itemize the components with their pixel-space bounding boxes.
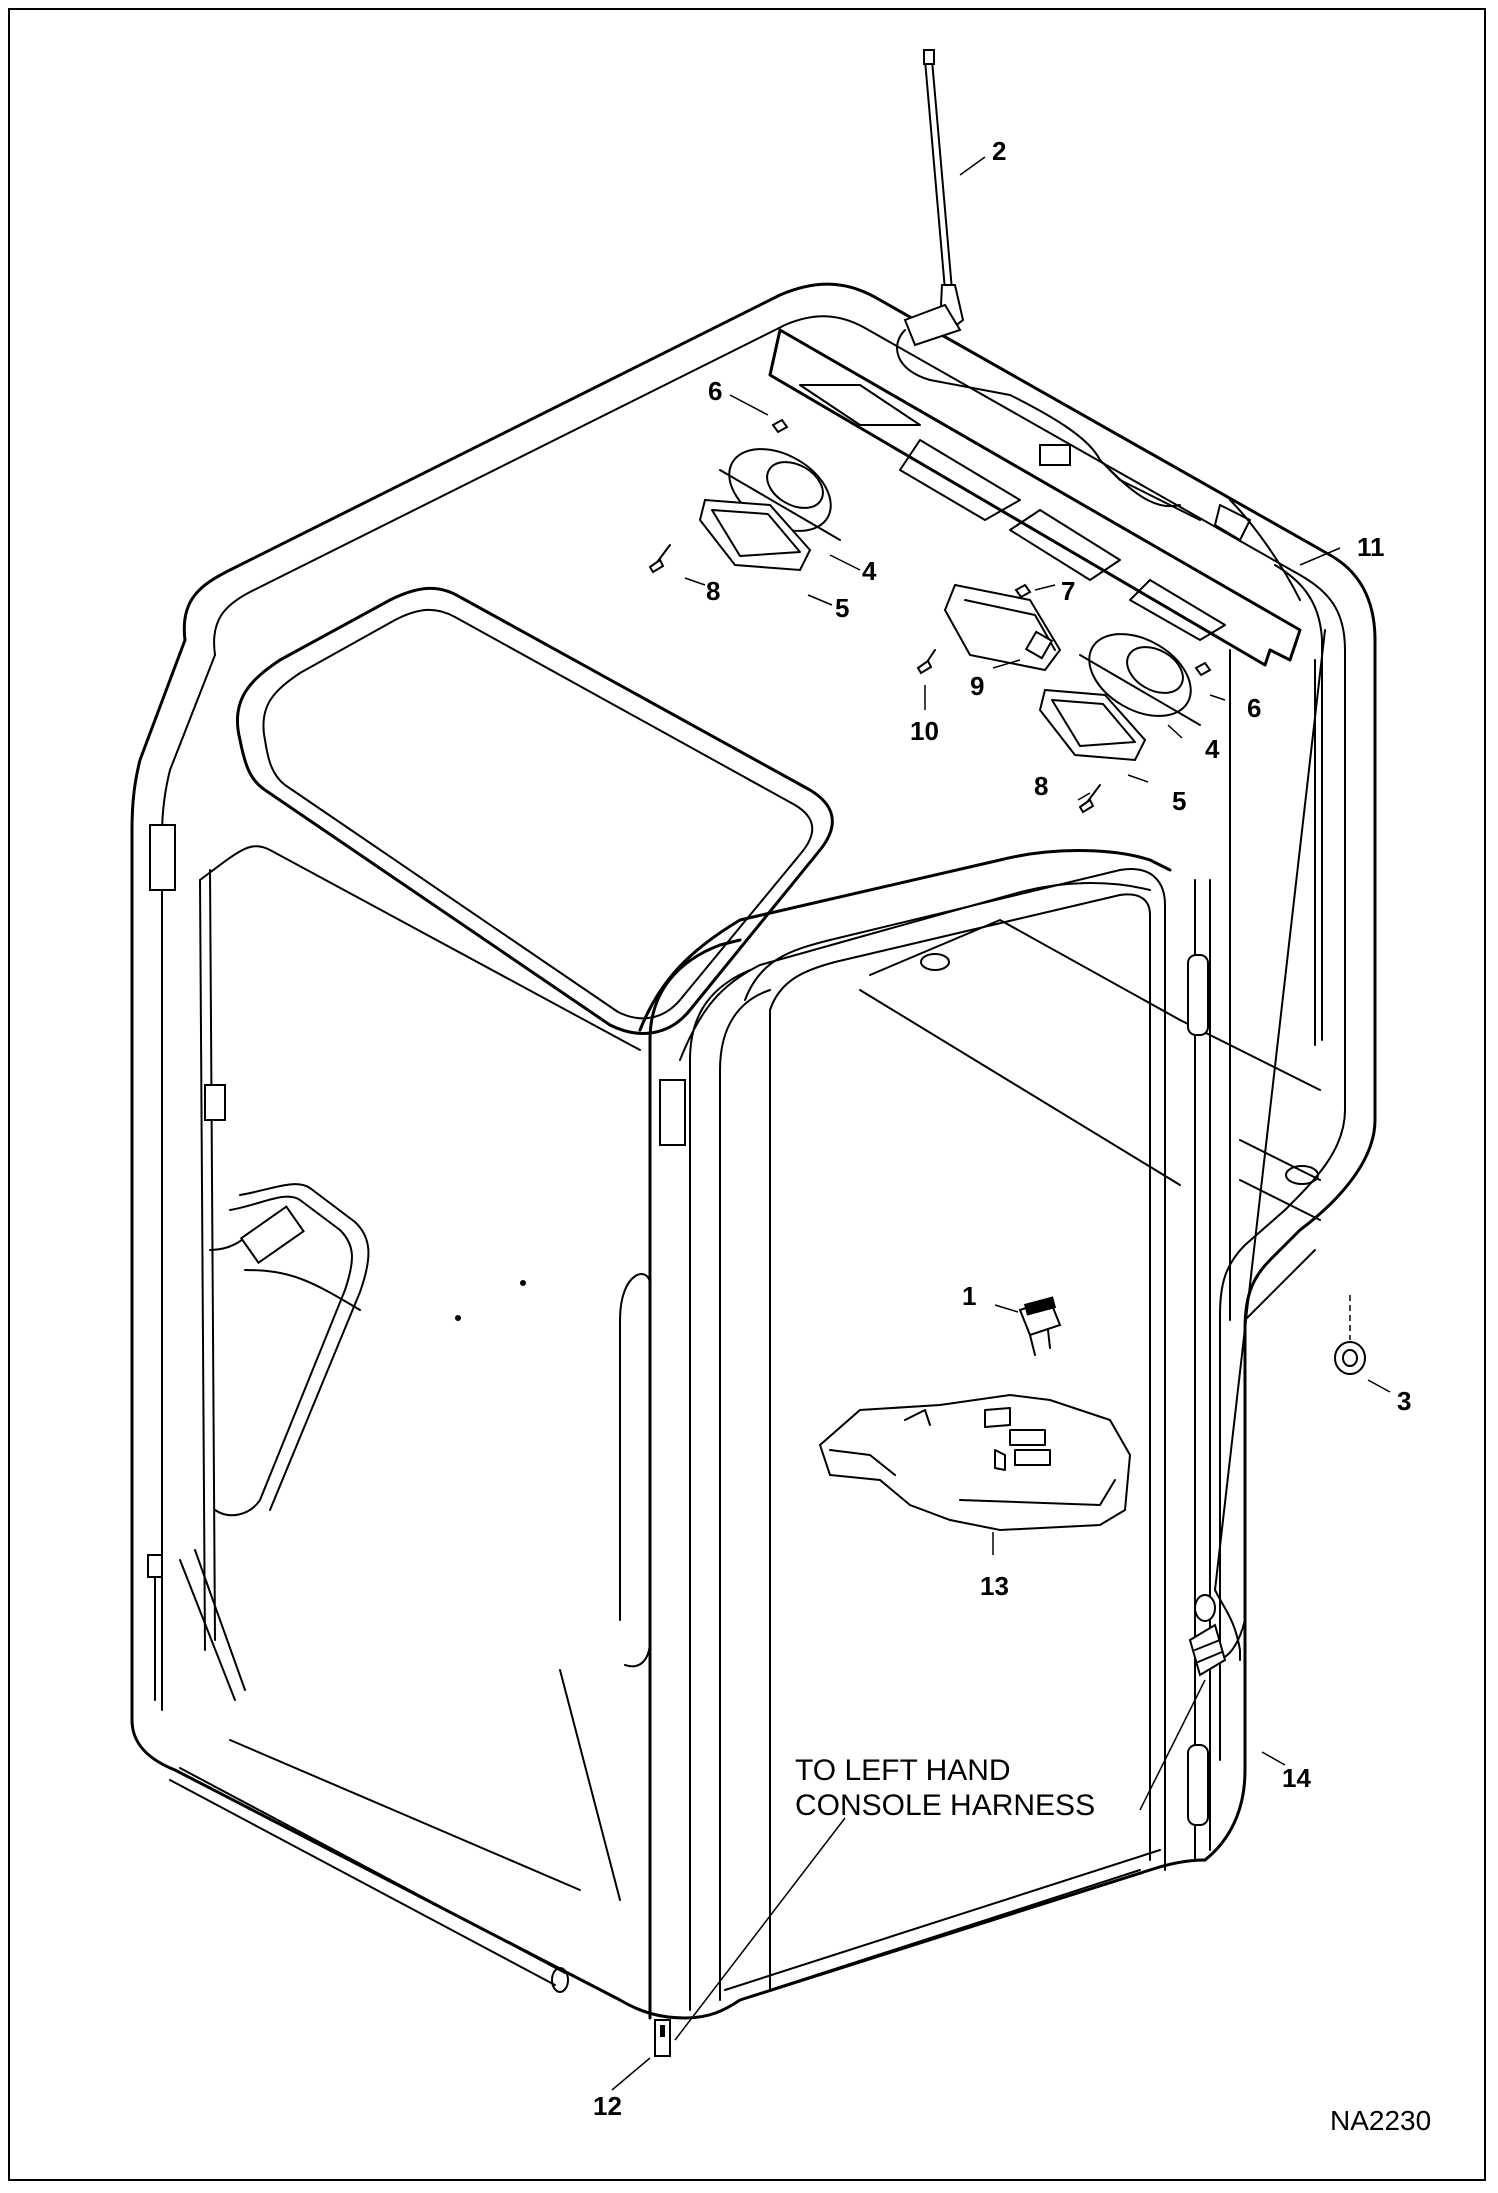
callout-3: 3 (1397, 1386, 1411, 1416)
note-line-2: CONSOLE HARNESS (795, 1789, 1095, 1822)
callout-labels: 2 6 4 5 8 7 6 4 5 8 9 10 11 1 3 13 14 12 (593, 136, 1411, 2121)
callout-12: 12 (593, 2091, 622, 2121)
callout-5-right: 5 (1172, 786, 1186, 816)
harness-note: TO LEFT HAND CONSOLE HARNESS (795, 1754, 1095, 1822)
figure-identifier: NA2230 (1330, 2105, 1431, 2136)
radio-switch (1018, 1296, 1062, 1356)
callout-9: 9 (970, 671, 984, 701)
callout-8-right: 8 (1034, 771, 1048, 801)
callout-1: 1 (962, 1281, 976, 1311)
callout-4-right: 4 (1205, 734, 1220, 764)
callout-5-left: 5 (835, 593, 849, 623)
roof-window (235, 586, 834, 1035)
radio-assembly (916, 583, 1062, 675)
antenna (896, 49, 1011, 396)
callout-6-right: 6 (1247, 693, 1261, 723)
callout-14: 14 (1282, 1763, 1311, 1793)
callout-11: 11 (1357, 532, 1385, 562)
callout-6-left: 6 (708, 376, 722, 406)
speaker-panel (768, 328, 1302, 667)
console-panel (818, 1393, 1132, 1532)
callout-2: 2 (992, 136, 1006, 166)
right-post-details (1187, 954, 1246, 1826)
callout-4-left: 4 (862, 556, 877, 586)
left-speaker-assembly (648, 418, 841, 574)
leader-lines (611, 156, 1391, 2091)
callout-7: 7 (1061, 576, 1075, 606)
note-line-1: TO LEFT HAND (795, 1754, 1011, 1787)
callout-8-left: 8 (706, 576, 720, 606)
side-window (147, 824, 686, 1993)
callout-10: 10 (910, 716, 939, 746)
grommet-plug (1334, 1295, 1366, 1375)
wire-harness (654, 564, 1326, 2057)
callout-13: 13 (980, 1571, 1009, 1601)
page-border (8, 8, 1486, 2181)
right-speaker-assembly (1038, 633, 1212, 814)
